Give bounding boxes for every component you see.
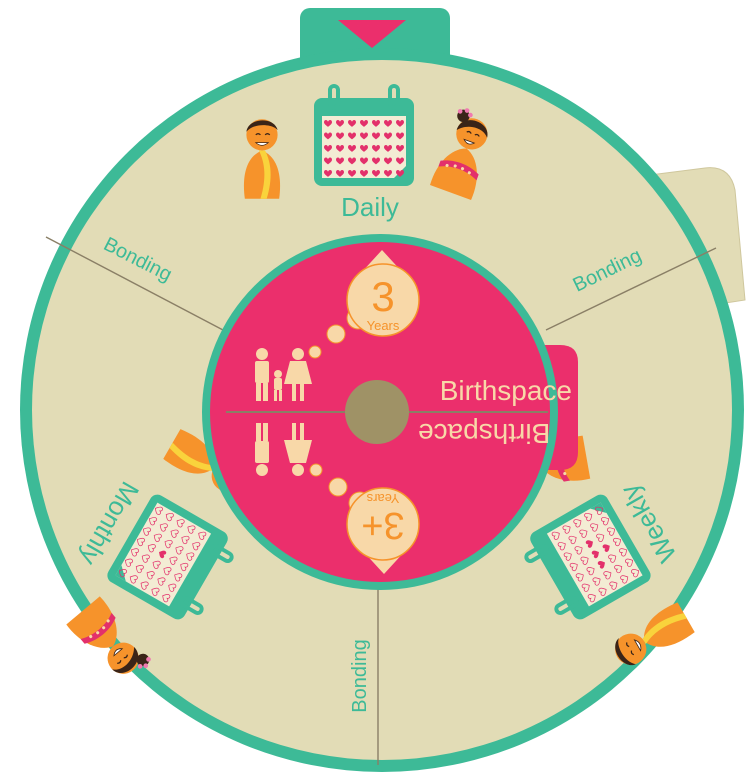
center-hub[interactable]: 3 Years 3+ Years: [202, 234, 578, 590]
hub-knob[interactable]: [345, 380, 409, 444]
divider-right: [545, 247, 717, 331]
bottom-years-number: 3+: [361, 504, 404, 546]
bottom-years-unit: Years: [366, 491, 399, 506]
couple-icon: [255, 423, 312, 476]
pointer-icon: [338, 20, 406, 48]
segment-daily[interactable]: Daily: [243, 84, 501, 222]
segment-label-daily: Daily: [341, 192, 399, 222]
calendar-icon: [312, 84, 416, 188]
top-years-bubble: 3 Years: [346, 250, 420, 337]
birthspace-label: Birthspace: [440, 375, 572, 406]
birthspace-label-inverted: Birthspace: [418, 418, 550, 449]
top-years-unit: Years: [367, 318, 400, 333]
divider-left: [45, 236, 224, 331]
bonding-label-bottom: Bonding: [349, 639, 371, 712]
family-icon: [255, 348, 312, 401]
bottom-years-bubble: 3+ Years: [346, 487, 420, 574]
top-years-number: 3: [371, 273, 394, 320]
